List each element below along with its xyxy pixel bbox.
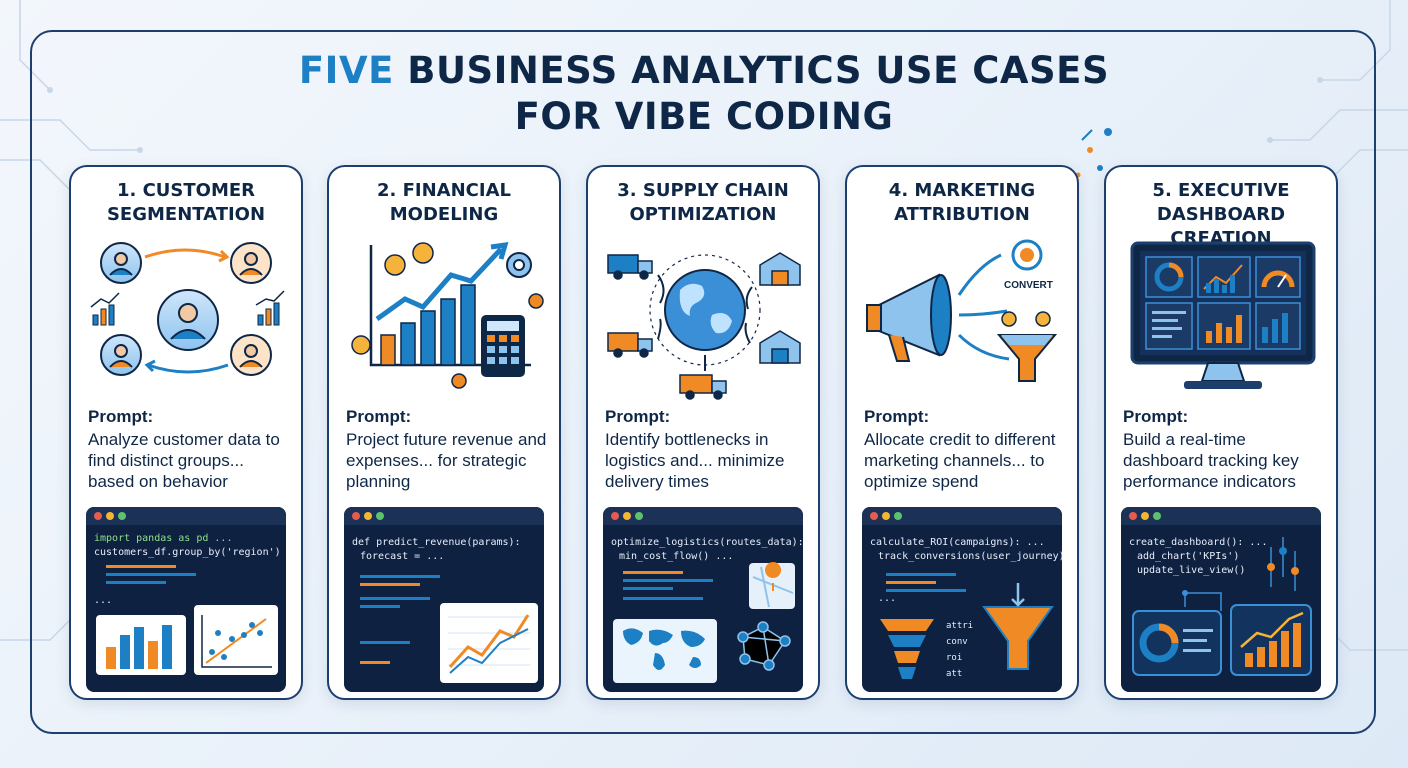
close-dot-icon	[870, 512, 878, 520]
prompt-label: Prompt:	[88, 407, 154, 426]
card-customer-segmentation: 1. CUSTOMER SEGMENTATION Prompt: Analyze…	[69, 165, 303, 700]
code-line: customers_df.group_by('region')	[94, 547, 281, 558]
dashboard-monitor-icon	[1130, 241, 1316, 389]
code-visuals	[880, 573, 1054, 679]
prompt-label: Prompt:	[1123, 407, 1189, 426]
prompt-label: Prompt:	[605, 407, 671, 426]
code-line: add_chart('KPIs')	[1137, 551, 1240, 562]
title-accent: FIVE	[298, 49, 394, 92]
code-line: optimize_logistics(routes_data):	[611, 537, 803, 548]
code-line: ...	[878, 593, 897, 604]
title-line1: BUSINESS ANALYTICS USE CASES	[407, 49, 1110, 92]
funnel-label: roi	[946, 653, 963, 663]
maximize-dot-icon	[376, 512, 384, 520]
code-line: def predict_revenue(params):	[352, 537, 521, 548]
code-window: import pandas as pd ... customers_df.gro…	[86, 507, 286, 692]
close-dot-icon	[1129, 512, 1137, 520]
card-executive-dashboard: 5. EXECUTIVE DASHBOARD CREATION Prompt: …	[1104, 165, 1338, 700]
window-titlebar	[603, 507, 803, 525]
code-line: ...	[94, 595, 113, 606]
funnel-label: att	[946, 669, 963, 679]
minimize-dot-icon	[623, 512, 631, 520]
close-dot-icon	[352, 512, 360, 520]
code-line: update_live_view()	[1137, 565, 1246, 576]
code-visuals	[96, 565, 278, 675]
code-line: min_cost_flow() ...	[619, 551, 734, 562]
card-title: 4. MARKETING ATTRIBUTION	[888, 180, 1036, 225]
code-visuals	[1132, 537, 1312, 676]
maximize-dot-icon	[1153, 512, 1161, 520]
prompt-label: Prompt:	[864, 407, 930, 426]
minimize-dot-icon	[1141, 512, 1149, 520]
prompt-label: Prompt:	[346, 407, 412, 426]
card-marketing-attribution: 4. MARKETING ATTRIBUTION CONVERT Prompt:…	[845, 165, 1079, 700]
window-titlebar	[86, 507, 286, 525]
financial-growth-chart-icon	[351, 241, 544, 389]
megaphone-funnel-icon	[866, 239, 1058, 382]
code-line: track_conversions(user_journey)	[878, 551, 1062, 562]
code-line: calculate_ROI(campaigns): ...	[870, 537, 1045, 548]
code-line: create_dashboard(): ...	[1129, 537, 1268, 548]
prompt-text: Analyze customer data to find distinct g…	[88, 430, 280, 491]
minimize-dot-icon	[882, 512, 890, 520]
maximize-dot-icon	[635, 512, 643, 520]
page-title: FIVE BUSINESS ANALYTICS USE CASES FOR VI…	[0, 48, 1408, 140]
code-window: def predict_revenue(params): forecast = …	[344, 507, 544, 692]
card-financial-modeling: 2. FINANCIAL MODELING Prompt: Project fu…	[327, 165, 561, 700]
card-supply-chain-optimization: 3. SUPPLY CHAIN OPTIMIZATION Prompt: Ide…	[586, 165, 820, 700]
code-line: forecast = ...	[360, 551, 445, 562]
maximize-dot-icon	[118, 512, 126, 520]
code-visuals	[360, 575, 538, 683]
minimize-dot-icon	[106, 512, 114, 520]
close-dot-icon	[94, 512, 102, 520]
code-window: create_dashboard(): ... add_chart('KPIs'…	[1121, 507, 1321, 692]
convert-label: CONVERT	[1004, 280, 1053, 291]
code-visuals	[613, 562, 795, 683]
funnel-label: attri	[946, 621, 974, 631]
window-titlebar	[344, 507, 544, 525]
outer-frame	[30, 30, 1376, 734]
code-line: import pandas as pd ...	[94, 533, 233, 544]
globe-logistics-icon	[607, 252, 801, 400]
window-titlebar	[862, 507, 1062, 525]
card-title: 3. SUPPLY CHAIN OPTIMIZATION	[617, 180, 789, 225]
card-title: 1. CUSTOMER SEGMENTATION	[106, 180, 266, 225]
prompt-text: Build a real-time dashboard tracking key…	[1123, 430, 1299, 491]
window-titlebar	[1121, 507, 1321, 525]
prompt-text: Allocate credit to different marketing c…	[864, 430, 1056, 491]
maximize-dot-icon	[894, 512, 902, 520]
close-dot-icon	[611, 512, 619, 520]
code-window: calculate_ROI(campaigns): ... track_conv…	[862, 507, 1062, 692]
minimize-dot-icon	[364, 512, 372, 520]
prompt-text: Identify bottlenecks in logistics and...…	[605, 430, 785, 491]
customer-network-icon	[90, 242, 285, 376]
title-line2: FOR VIBE CODING	[514, 95, 894, 138]
prompt-text: Project future revenue and expenses... f…	[346, 430, 547, 491]
code-window: optimize_logistics(routes_data): min_cos…	[603, 507, 803, 692]
card-title: 2. FINANCIAL MODELING	[377, 180, 511, 225]
funnel-label: conv	[946, 637, 968, 647]
